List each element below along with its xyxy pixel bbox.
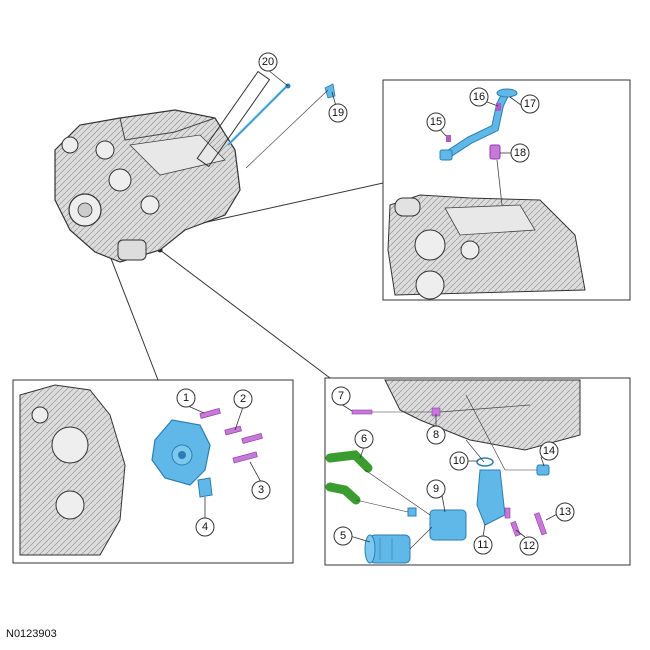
callout-7: 7 — [331, 386, 351, 406]
callout-13: 13 — [555, 502, 575, 522]
assembly-guide-lines — [355, 394, 537, 550]
callout-9: 9 — [426, 479, 446, 499]
callout-5: 5 — [333, 526, 353, 546]
dipstick-assembly — [196, 70, 336, 169]
callout-1-label: 1 — [183, 392, 189, 404]
callout-15-label: 15 — [430, 116, 442, 128]
engine-overview — [54, 109, 241, 263]
callouts: 20 19 16 17 15 18 1 2 3 4 7 8 6 10 14 9 … — [176, 52, 575, 556]
oil-filter — [364, 534, 411, 564]
callout-16-label: 16 — [473, 91, 485, 103]
engine-oil-pan — [384, 379, 581, 451]
dipstick-tube-part — [439, 88, 518, 161]
callout-12: 12 — [519, 536, 539, 556]
callout-16: 16 — [469, 87, 489, 107]
callout-19: 19 — [328, 103, 348, 123]
callout-18: 18 — [510, 143, 530, 163]
callout-4-label: 4 — [202, 521, 208, 533]
callout-2-label: 2 — [240, 393, 246, 405]
callout-20-label: 20 — [262, 56, 274, 68]
callout-11-label: 11 — [477, 539, 488, 551]
filter-fasteners — [351, 407, 547, 537]
callout-1: 1 — [176, 388, 196, 408]
callout-17: 17 — [520, 94, 540, 114]
callout-2: 2 — [233, 389, 253, 409]
callout-12-label: 12 — [523, 540, 535, 552]
oil-filter-adapter — [407, 457, 550, 541]
callout-18-label: 18 — [514, 147, 526, 159]
callout-6: 6 — [354, 429, 374, 449]
callout-17-label: 17 — [524, 98, 536, 110]
callout-10: 10 — [449, 451, 469, 471]
callout-11: 11 — [473, 535, 493, 555]
callout-19-label: 19 — [332, 107, 344, 119]
callout-9-label: 9 — [433, 483, 439, 495]
callout-15: 15 — [426, 112, 446, 132]
callout-10-label: 10 — [453, 455, 465, 467]
callout-8: 8 — [426, 425, 446, 445]
engine-partial-top-right — [387, 159, 586, 300]
callout-14: 14 — [539, 441, 559, 461]
callout-6-label: 6 — [361, 433, 367, 445]
callout-13-label: 13 — [559, 506, 571, 518]
callout-8-label: 8 — [433, 429, 439, 441]
callout-14-label: 14 — [543, 445, 555, 457]
cooler-hoses — [325, 450, 373, 505]
callout-7-label: 7 — [338, 390, 344, 402]
callout-4: 4 — [195, 517, 215, 537]
callout-3-label: 3 — [258, 484, 264, 496]
callout-20: 20 — [258, 52, 278, 72]
oil-pump-part — [151, 419, 213, 498]
oil-pump-bolts — [199, 408, 263, 464]
callout-5-label: 5 — [340, 530, 346, 542]
callout-3: 3 — [251, 480, 271, 500]
engine-block-front — [19, 384, 126, 556]
figure-id: N0123903 — [6, 628, 57, 640]
